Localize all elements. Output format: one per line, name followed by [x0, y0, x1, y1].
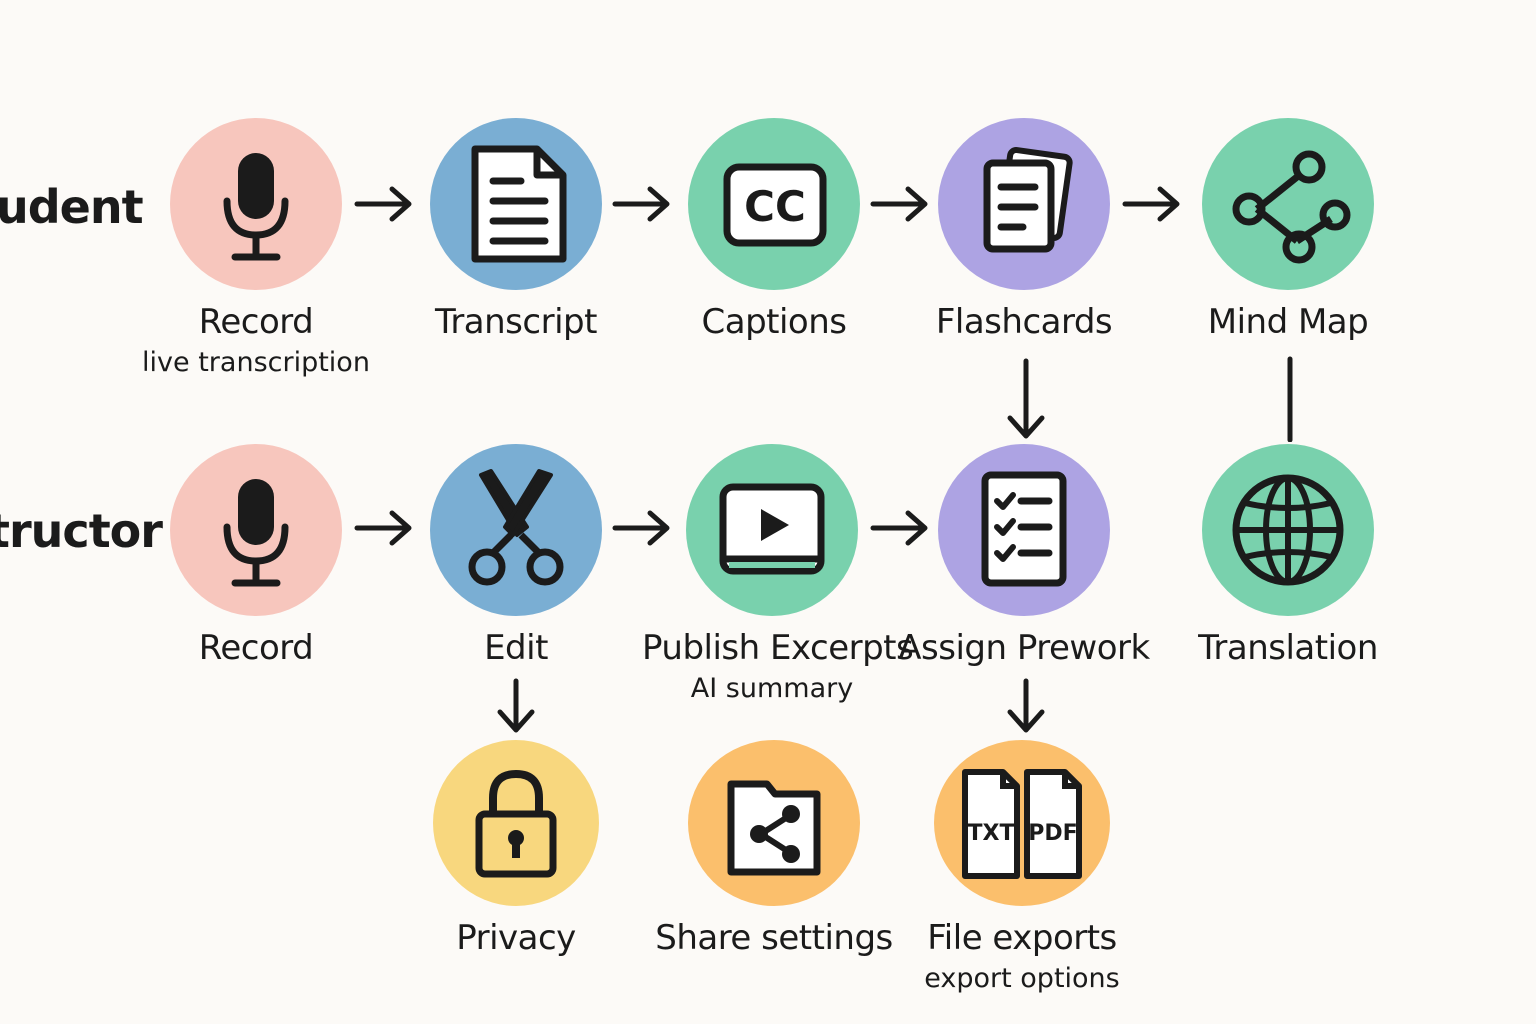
instructor-translation-node[interactable]: Translation	[1158, 444, 1418, 668]
student-flashcards-title: Flashcards	[935, 302, 1113, 342]
arrow-down-icon	[497, 678, 535, 733]
privacy-node[interactable]: Privacy	[386, 740, 646, 958]
video-play-icon	[719, 483, 825, 575]
arrow-right-icon	[354, 510, 412, 546]
student-captions-circle: CC	[688, 118, 860, 290]
file-exports-subtitle: export options	[924, 963, 1120, 994]
instructor-record-node[interactable]: Record	[126, 444, 386, 668]
folder-share-icon	[727, 780, 821, 876]
file-txt-pdf-icon: TXT PDF	[962, 769, 1082, 879]
instructor-edit-node[interactable]: Edit	[386, 444, 646, 668]
document-icon	[471, 145, 567, 263]
arrow-right-icon	[612, 186, 670, 222]
student-flashcards-node[interactable]: Flashcards	[894, 118, 1154, 342]
student-captions-node[interactable]: CC Captions	[644, 118, 904, 342]
instructor-assign-node[interactable]: Assign Prework	[894, 444, 1154, 668]
scissors-icon	[468, 469, 564, 586]
student-record-node[interactable]: Record live transcription	[126, 118, 386, 380]
arrow-right-icon	[870, 510, 928, 546]
student-transcript-node[interactable]: Transcript	[386, 118, 646, 342]
student-record-title: Record	[198, 302, 314, 342]
instructor-translation-circle	[1202, 444, 1374, 616]
student-transcript-circle	[430, 118, 602, 290]
arrow-right-icon	[612, 510, 670, 546]
student-transcript-title: Transcript	[435, 302, 597, 342]
globe-icon	[1232, 474, 1344, 586]
share-settings-node[interactable]: Share settings	[644, 740, 904, 958]
instructor-publish-circle	[686, 444, 858, 616]
instructor-assign-title: Assign Prework	[898, 628, 1150, 668]
flashcards-icon	[983, 147, 1073, 253]
instructor-publish-node[interactable]: Publish Excerpts AI summary	[642, 444, 914, 706]
student-flashcards-circle	[938, 118, 1110, 290]
instructor-record-circle	[170, 444, 342, 616]
privacy-title: Privacy	[456, 918, 576, 958]
privacy-circle	[433, 740, 599, 906]
student-mindmap-node[interactable]: Mind Map	[1158, 118, 1418, 342]
svg-text:PDF: PDF	[1028, 821, 1077, 846]
arrow-down-icon	[1007, 358, 1045, 439]
instructor-publish-title: Publish Excerpts	[642, 628, 914, 668]
student-record-subtitle: live transcription	[142, 347, 370, 378]
checklist-icon	[981, 471, 1067, 587]
student-mindmap-circle	[1202, 118, 1374, 290]
instructor-record-title: Record	[198, 628, 314, 668]
instructor-translation-title: Translation	[1198, 628, 1378, 668]
lock-icon	[475, 769, 557, 878]
share-settings-title: Share settings	[655, 918, 893, 958]
file-exports-node[interactable]: TXT PDF File exports export options	[892, 740, 1152, 996]
connector-line	[1287, 356, 1293, 442]
arrow-right-icon	[354, 186, 412, 222]
instructor-edit-circle	[430, 444, 602, 616]
cc-icon: CC	[723, 163, 827, 247]
microphone-icon	[223, 479, 289, 587]
instructor-row-label: tructor	[0, 504, 163, 558]
instructor-assign-circle	[938, 444, 1110, 616]
student-captions-title: Captions	[701, 302, 848, 342]
file-exports-circle: TXT PDF	[934, 740, 1110, 906]
student-row-label: udent	[0, 180, 144, 234]
arrow-down-icon	[1007, 678, 1045, 733]
arrow-right-icon	[870, 186, 928, 222]
svg-text:CC: CC	[744, 182, 806, 231]
arrow-right-icon	[1122, 186, 1180, 222]
student-record-circle	[170, 118, 342, 290]
microphone-icon	[223, 153, 289, 261]
svg-text:TXT: TXT	[968, 821, 1015, 846]
share-settings-circle	[688, 740, 860, 906]
share-nodes-icon	[1232, 150, 1351, 264]
student-mindmap-title: Mind Map	[1207, 302, 1369, 342]
instructor-edit-title: Edit	[484, 628, 548, 668]
instructor-publish-subtitle: AI summary	[690, 673, 854, 704]
file-exports-title: File exports	[927, 918, 1117, 958]
